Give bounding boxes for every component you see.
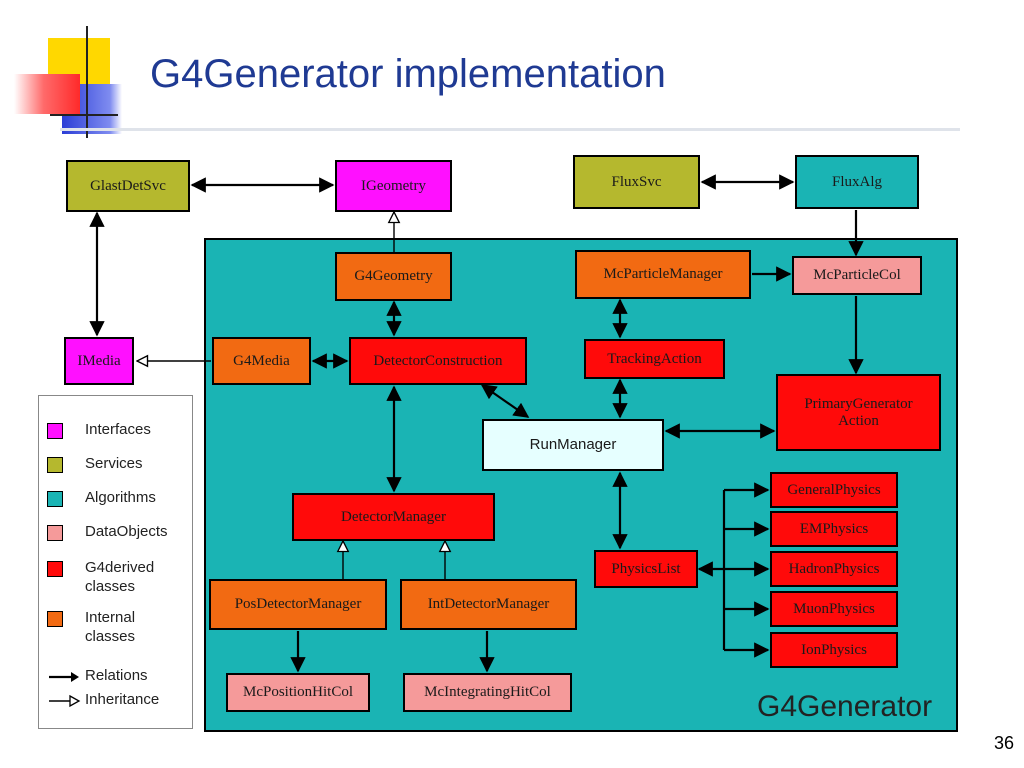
node-mcpositionhitcol: McPositionHitCol [226,673,370,712]
legend-item-algorithms: Algorithms [47,489,156,508]
node-ionphysics: IonPhysics [770,632,898,668]
legend-label-data-objects: DataObjects [85,523,168,540]
node-fluxsvc: FluxSvc [573,155,700,209]
legend-item-relations: Relations [47,667,148,686]
legend-item-data-objects: DataObjects [47,523,168,542]
decor-red-square [14,74,80,114]
node-hadronphysics: HadronPhysics [770,551,898,587]
legend: Interfaces Services Algorithms DataObjec… [38,395,193,729]
node-primarygeneratoraction: PrimaryGenerator Action [776,374,941,451]
node-intdetectormanager: IntDetectorManager [400,579,577,630]
node-muonphysics: MuonPhysics [770,591,898,627]
legend-label-internal-line2: classes [85,627,136,645]
node-posdetectormanager: PosDetectorManager [209,579,387,630]
legend-label-algorithms: Algorithms [85,489,156,506]
node-imedia: IMedia [64,337,134,385]
legend-label-g4-derived-line1: G4derived [85,559,155,576]
legend-inheritance-arrow-icon [49,694,81,708]
node-g4media: G4Media [212,337,311,385]
node-physicslist: PhysicsList [594,550,698,588]
node-mcparticlemanager: McParticleManager [575,250,751,299]
legend-item-g4-derived: G4derived classes [47,559,154,597]
page-number: 36 [993,733,1014,753]
g4generator-label: G4Generator [757,690,933,723]
legend-label-g4-derived-line2: classes [85,577,136,595]
decor-vertical-line [86,26,88,138]
legend-label-g4-derived: G4derived classes [85,559,154,597]
legend-swatch-internal [47,611,63,627]
legend-item-inheritance: Inheritance [47,691,159,710]
title-underline [60,128,960,131]
rel-detectorconstruction-runmanager [480,384,530,418]
legend-swatch-data-objects [47,525,63,541]
node-detectorconstruction: DetectorConstruction [349,337,527,385]
legend-relations-arrow-icon [49,672,79,682]
node-emphysics: EMPhysics [770,511,898,547]
legend-label-internal-line1: Internal [85,609,136,626]
page-title: G4Generator implementation [150,52,666,96]
node-fluxalg: FluxAlg [795,155,919,209]
legend-item-interfaces: Interfaces [47,421,151,440]
node-runmanager: RunManager [482,419,664,471]
legend-swatch-algorithms [47,491,63,507]
legend-swatch-services [47,457,63,473]
legend-label-internal: Internal classes [85,609,135,647]
node-detectormanager: DetectorManager [292,493,495,541]
node-g4geometry: G4Geometry [335,252,452,301]
node-trackingaction: TrackingAction [584,339,725,379]
node-glastdetsvc: GlastDetSvc [66,160,190,212]
legend-label-services: Services [85,455,143,472]
node-mcparticlecol: McParticleCol [792,256,922,295]
node-generalphysics: GeneralPhysics [770,472,898,508]
decor-horizontal-line [50,114,118,116]
legend-label-relations: Relations [85,667,148,684]
legend-label-interfaces: Interfaces [85,421,151,438]
legend-item-internal: Internal classes [47,609,135,647]
legend-item-services: Services [47,455,143,474]
legend-label-inheritance: Inheritance [85,691,160,708]
node-igeometry: IGeometry [335,160,452,212]
legend-swatch-interfaces [47,423,63,439]
legend-swatch-g4-derived [47,561,63,577]
node-mcintegratinghitcol: McIntegratingHitCol [403,673,572,712]
